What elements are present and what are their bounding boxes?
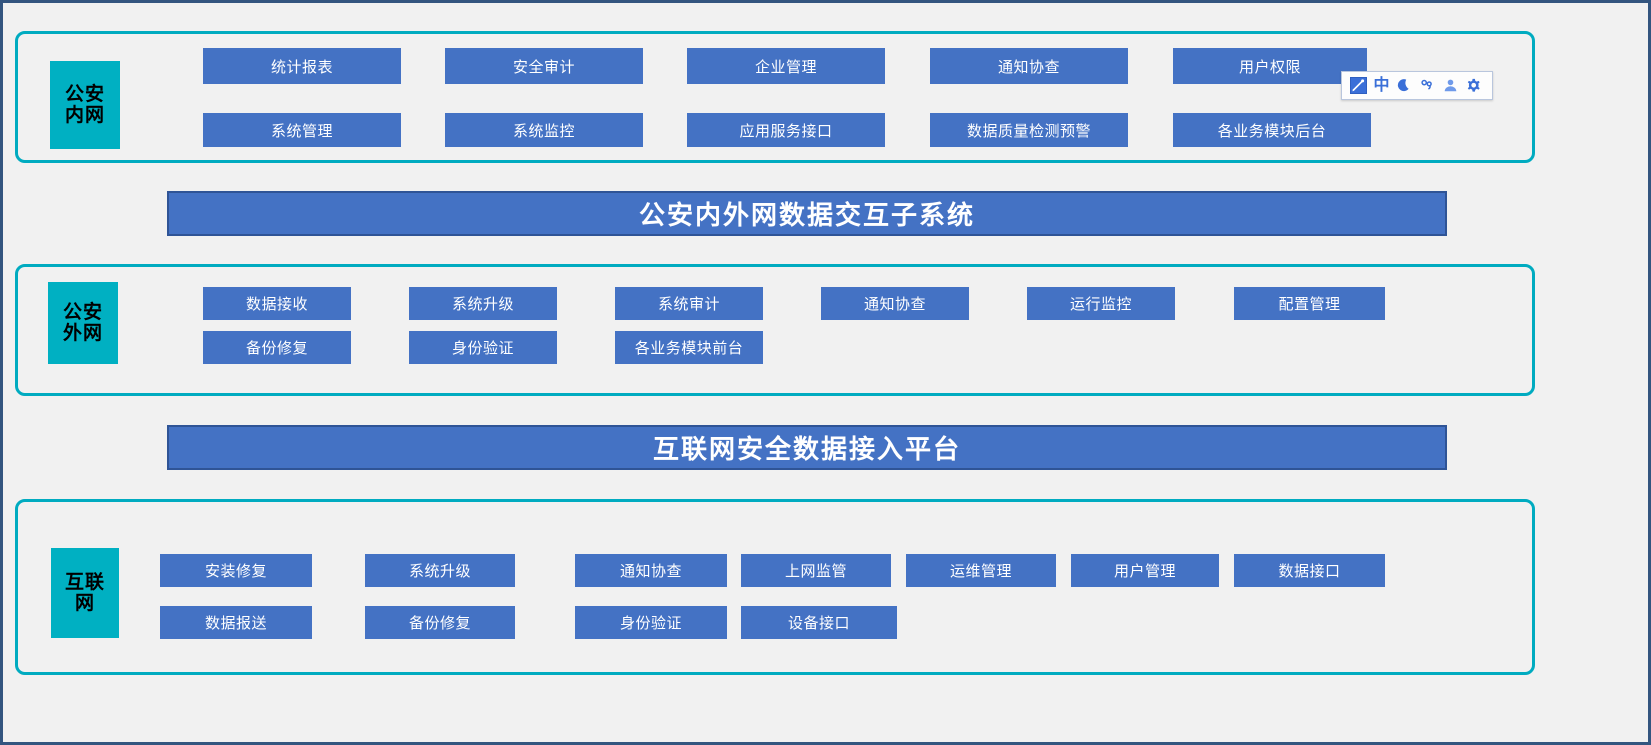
module-peizhi-guanli[interactable]: 配置管理 [1234, 287, 1385, 320]
module-qiye-guanli[interactable]: 企业管理 [687, 48, 885, 84]
module-shenfen-yanzheng-net[interactable]: 身份验证 [575, 606, 727, 639]
zone-police-extranet [15, 264, 1535, 396]
net-label-line1: 公安 [62, 301, 103, 323]
module-xitong-guanli[interactable]: 系统管理 [203, 113, 401, 147]
settings-gear-icon[interactable] [1463, 74, 1484, 97]
module-shangwang-jianguan[interactable]: 上网监管 [741, 554, 891, 587]
chinese-mode-icon[interactable]: 中 [1373, 76, 1390, 94]
module-xitong-jiankong[interactable]: 系统监控 [445, 113, 643, 147]
half-width-moon-icon[interactable] [1394, 74, 1415, 97]
net-label-police-extranet: 公安 外网 [48, 282, 118, 364]
net-label-line2: 网 [74, 593, 95, 614]
net-label-police-intranet: 公安 内网 [50, 61, 120, 149]
module-geyewu-mokuai-qiantai[interactable]: 各业务模块前台 [615, 331, 763, 364]
zone-internet [15, 499, 1535, 675]
ime-floating-toolbar[interactable]: 中 [1341, 71, 1493, 100]
net-label-line2: 外网 [62, 323, 103, 344]
module-xitong-shenji-ext[interactable]: 系统审计 [615, 287, 763, 320]
module-shuju-jiekou[interactable]: 数据接口 [1234, 554, 1385, 587]
module-yingyong-fuwu-jiekou[interactable]: 应用服务接口 [687, 113, 885, 147]
module-shuju-jieshou[interactable]: 数据接收 [203, 287, 351, 320]
banner-internet-security-platform: 互联网安全数据接入平台 [167, 425, 1447, 470]
module-anzhuang-xiufu[interactable]: 安装修复 [160, 554, 312, 587]
module-yunwei-guanli[interactable]: 运维管理 [906, 554, 1056, 587]
module-tongji-baobiao[interactable]: 统计报表 [203, 48, 401, 84]
module-tongzhi-xiecha-intranet[interactable]: 通知协查 [930, 48, 1128, 84]
module-beifen-xiufu-net[interactable]: 备份修复 [365, 606, 515, 639]
ime-logo-icon[interactable] [1348, 74, 1369, 97]
module-xitong-shengji-net[interactable]: 系统升级 [365, 554, 515, 587]
module-yunxing-jiankong[interactable]: 运行监控 [1027, 287, 1175, 320]
module-geyewu-mokuai-houtai[interactable]: 各业务模块后台 [1173, 113, 1371, 147]
banner-exchange-subsystem: 公安内外网数据交互子系统 [167, 191, 1447, 236]
module-tongzhi-xiecha-ext[interactable]: 通知协查 [821, 287, 969, 320]
module-shebei-jiekou[interactable]: 设备接口 [741, 606, 897, 639]
user-account-icon[interactable] [1440, 74, 1461, 97]
module-anquan-shenji[interactable]: 安全审计 [445, 48, 643, 84]
module-shenfen-yanzheng-ext[interactable]: 身份验证 [409, 331, 557, 364]
module-shuju-baosong[interactable]: 数据报送 [160, 606, 312, 639]
net-label-line1: 互联 [64, 571, 105, 593]
module-yonghu-quanxian[interactable]: 用户权限 [1173, 48, 1367, 84]
punctuation-icon[interactable] [1417, 74, 1438, 97]
module-shuju-zhiliang-yujing[interactable]: 数据质量检测预警 [930, 113, 1128, 147]
module-xitong-shengji-ext[interactable]: 系统升级 [409, 287, 557, 320]
module-tongzhi-xiecha-net[interactable]: 通知协查 [575, 554, 727, 587]
net-label-line2: 内网 [64, 105, 105, 126]
module-beifen-xiufu-ext[interactable]: 备份修复 [203, 331, 351, 364]
net-label-internet: 互联 网 [51, 548, 119, 638]
module-yonghu-guanli[interactable]: 用户管理 [1071, 554, 1219, 587]
net-label-line1: 公安 [64, 83, 105, 105]
